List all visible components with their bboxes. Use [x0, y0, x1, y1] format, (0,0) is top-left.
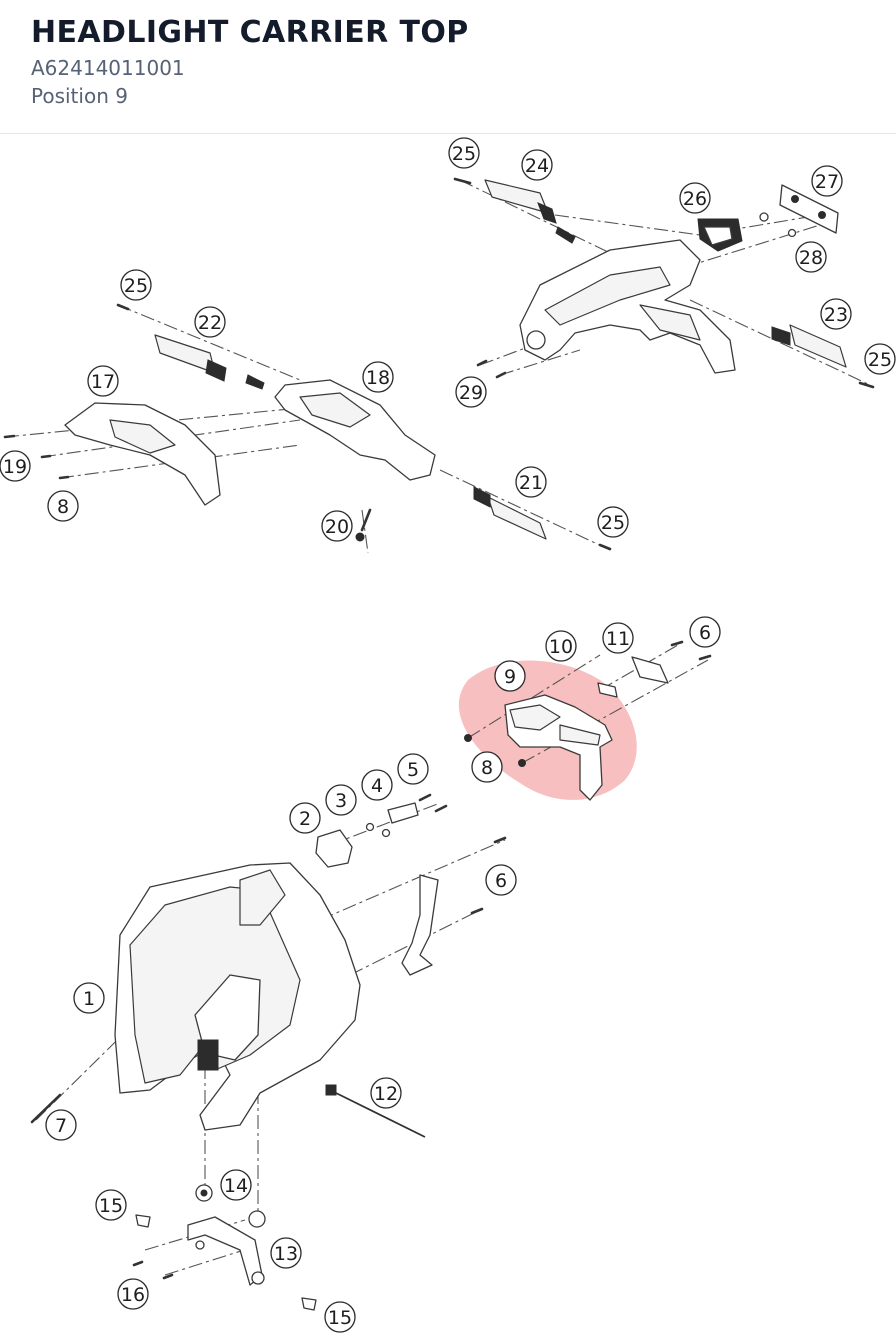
headlight-carrier-top-part-9	[464, 640, 712, 801]
callout-20[interactable]: 20	[321, 510, 353, 542]
svg-text:25: 25	[601, 512, 625, 534]
part-number: A62414011001	[31, 56, 185, 80]
svg-text:8: 8	[481, 757, 493, 779]
svg-text:5: 5	[407, 759, 419, 781]
callout-22[interactable]: 22	[194, 306, 226, 338]
callout-23[interactable]: 23	[820, 298, 852, 330]
callout-27[interactable]: 27	[811, 165, 843, 197]
svg-text:12: 12	[374, 1083, 398, 1105]
callout-25-d[interactable]: 25	[597, 506, 629, 538]
callout-11[interactable]: 11	[602, 622, 634, 654]
svg-text:28: 28	[799, 247, 823, 269]
svg-text:24: 24	[525, 155, 549, 177]
svg-text:22: 22	[198, 312, 222, 334]
callout-8-a[interactable]: 8	[47, 490, 79, 522]
callout-21[interactable]: 21	[515, 466, 547, 498]
callout-26[interactable]: 26	[679, 182, 711, 214]
callout-17[interactable]: 17	[87, 365, 119, 397]
svg-text:20: 20	[325, 516, 349, 538]
svg-text:18: 18	[366, 367, 390, 389]
callout-24[interactable]: 24	[521, 149, 553, 181]
svg-text:25: 25	[452, 143, 476, 165]
headlight-cover-17	[64, 402, 221, 506]
svg-text:10: 10	[549, 636, 573, 658]
callout-16[interactable]: 16	[117, 1278, 149, 1310]
callout-2[interactable]: 2	[289, 802, 321, 834]
callout-28[interactable]: 28	[795, 241, 827, 273]
svg-text:11: 11	[606, 628, 630, 650]
tail-frame	[519, 239, 736, 374]
tail-assembly	[453, 177, 875, 389]
svg-text:7: 7	[55, 1115, 67, 1137]
svg-text:23: 23	[824, 304, 848, 326]
svg-text:26: 26	[683, 188, 707, 210]
svg-text:29: 29	[459, 382, 483, 404]
callout-12[interactable]: 12	[370, 1077, 402, 1109]
svg-text:15: 15	[99, 1195, 123, 1217]
svg-text:21: 21	[519, 472, 543, 494]
svg-text:27: 27	[815, 171, 839, 193]
svg-text:17: 17	[91, 371, 115, 393]
callout-18[interactable]: 18	[362, 361, 394, 393]
callout-1[interactable]: 1	[73, 982, 105, 1014]
part-title: HEADLIGHT CARRIER TOP	[31, 15, 469, 50]
callout-10[interactable]: 10	[545, 630, 577, 662]
svg-text:4: 4	[371, 775, 383, 797]
svg-text:14: 14	[224, 1175, 248, 1197]
callout-3[interactable]: 3	[325, 784, 357, 816]
callout-29[interactable]: 29	[455, 376, 487, 408]
indicator-bracket-assembly	[3, 303, 612, 554]
svg-text:2: 2	[299, 808, 311, 830]
svg-text:3: 3	[335, 790, 347, 812]
callout-6-a[interactable]: 6	[689, 616, 721, 648]
callout-5[interactable]: 5	[397, 753, 429, 785]
svg-text:25: 25	[124, 275, 148, 297]
callout-25-b[interactable]: 25	[864, 343, 896, 375]
svg-text:15: 15	[328, 1307, 352, 1329]
headlight-assembly	[30, 793, 507, 1311]
svg-text:6: 6	[699, 622, 711, 644]
svg-text:16: 16	[121, 1284, 145, 1306]
callout-15-b[interactable]: 15	[324, 1301, 356, 1333]
svg-text:8: 8	[57, 496, 69, 518]
svg-text:25: 25	[868, 349, 892, 371]
callout-6-b[interactable]: 6	[485, 864, 517, 896]
svg-text:1: 1	[83, 988, 95, 1010]
callout-9-selected[interactable]: 9	[494, 660, 526, 692]
callout-15-a[interactable]: 15	[95, 1189, 127, 1221]
svg-text:9: 9	[504, 666, 516, 688]
callout-25-a[interactable]: 25	[448, 137, 480, 169]
position-label: Position 9	[31, 84, 128, 108]
callout-8-b[interactable]: 8	[471, 751, 503, 783]
indicator-holder-18	[274, 379, 436, 481]
svg-text:13: 13	[274, 1243, 298, 1265]
exploded-parts-diagram: 25 24 27 26 28 23 25 29 25 22 18 17 19 8…	[0, 135, 896, 1335]
callout-4[interactable]: 4	[361, 769, 393, 801]
exploded-view-drawing: 25 24 27 26 28 23 25 29 25 22 18 17 19 8…	[0, 137, 896, 1333]
callout-19[interactable]: 19	[0, 450, 31, 482]
page-header: HEADLIGHT CARRIER TOP A62414011001 Posit…	[0, 0, 896, 134]
callout-14[interactable]: 14	[220, 1169, 252, 1201]
svg-text:6: 6	[495, 870, 507, 892]
callout-7[interactable]: 7	[45, 1109, 77, 1141]
svg-text:19: 19	[3, 456, 27, 478]
callout-25-c[interactable]: 25	[120, 269, 152, 301]
callout-13[interactable]: 13	[270, 1237, 302, 1269]
